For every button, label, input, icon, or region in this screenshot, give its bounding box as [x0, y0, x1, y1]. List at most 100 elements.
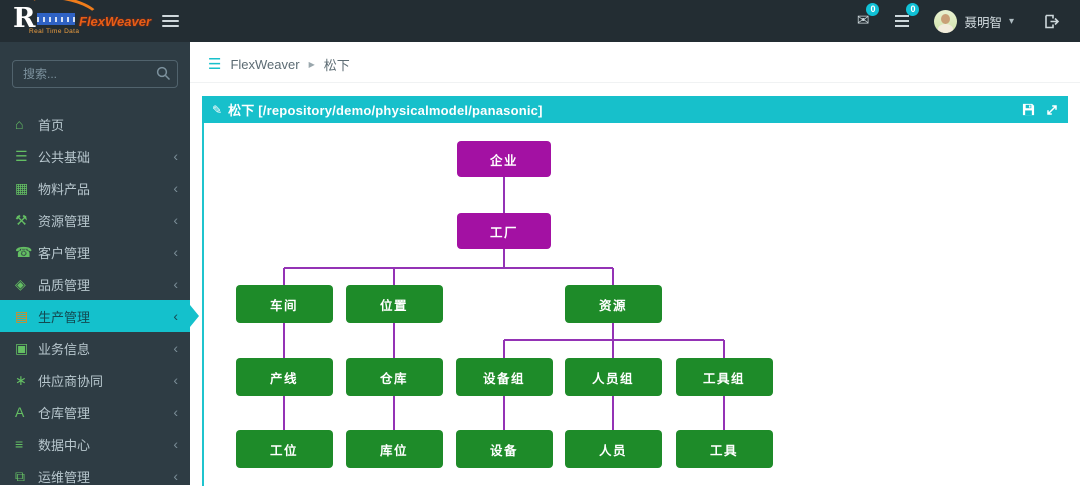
- breadcrumb-root[interactable]: FlexWeaver: [230, 57, 300, 72]
- org-node-weizhi[interactable]: 位置: [345, 285, 443, 323]
- sidebar-item-label: 供应商协同: [38, 373, 104, 389]
- connector-line: [283, 323, 285, 358]
- sidebar-item-home[interactable]: ⌂首页: [0, 108, 190, 140]
- connector-line: [503, 177, 505, 213]
- bars-icon: ☰: [15, 147, 28, 164]
- sidebar-toggle-button[interactable]: [156, 9, 185, 33]
- sidebar-item-label: 业务信息: [38, 341, 91, 357]
- connector-line: [393, 323, 395, 358]
- caret-down-icon: ▾: [1008, 15, 1014, 27]
- connector-line: [283, 395, 285, 430]
- sidebar-item-label: 物料产品: [38, 181, 91, 197]
- chevron-left-icon: ‹: [173, 148, 178, 164]
- diamond-icon: ◈: [15, 275, 26, 292]
- sidebar-item-label: 资源管理: [38, 213, 91, 229]
- tasks-icon: [895, 14, 910, 28]
- sidebar-item-label: 生产管理: [38, 309, 91, 325]
- breadcrumb-current: 松下: [323, 58, 350, 73]
- sidebar-item-customer-mgmt[interactable]: ☎客户管理‹: [0, 236, 190, 268]
- model-panel: ✎ 松下 [/repository/demo/physicalmodel/pan…: [202, 96, 1068, 486]
- chevron-left-icon: ‹: [173, 340, 178, 356]
- sidebar-item-label: 仓库管理: [38, 405, 91, 421]
- lock-icon: ▣: [15, 339, 29, 356]
- org-node-gongwei[interactable]: 工位: [235, 430, 333, 468]
- panel-body: 企业工厂车间位置 资源产线仓库设备组人员组工具组工位库位设备人员工具: [202, 123, 1068, 486]
- connector-line: [612, 395, 614, 430]
- sidebar-menu: ⌂首页☰公共基础‹▦物料产品‹⚒资源管理‹☎客户管理‹◈品质管理‹▤生产管理‹▣…: [0, 108, 199, 492]
- logo-letter: R: [13, 3, 36, 34]
- org-node-chanxian[interactable]: 产线: [235, 358, 333, 396]
- tasks-badge: 0: [906, 3, 920, 16]
- breadcrumb: ☰ FlexWeaver ▶ 松下: [190, 42, 1080, 83]
- sidebar-item-data-center[interactable]: ≡ 数据中心 ‹: [0, 428, 190, 460]
- sidebar-item-label: 首页: [38, 117, 65, 133]
- sidebar-item-ops-mgmt[interactable]: ⧉运维管理‹: [0, 460, 190, 492]
- tasks-button[interactable]: 0: [882, 0, 922, 42]
- chevron-left-icon: ‹: [173, 404, 178, 420]
- search-button[interactable]: [156, 66, 171, 84]
- chevron-left-icon: ‹: [173, 276, 178, 292]
- logout-button[interactable]: [1026, 14, 1070, 29]
- org-node-shebeizu[interactable]: 设备组: [455, 358, 553, 396]
- sidebar-item-business-info[interactable]: ▣ 业务信息 ‹: [0, 332, 190, 364]
- sidebar-item-production-mgmt[interactable]: ▤生产管理‹: [0, 300, 199, 332]
- connector-line: [284, 267, 613, 269]
- expand-icon: [1047, 104, 1057, 115]
- chevron-left-icon: ‹: [173, 468, 178, 484]
- org-node-gongju[interactable]: 工具: [675, 430, 773, 468]
- save-button[interactable]: [1022, 103, 1035, 116]
- messages-button[interactable]: ✉ 0: [844, 0, 883, 42]
- connector-line: [612, 323, 614, 340]
- sidebar-item-supplier-collab[interactable]: ∗ 供应商协同 ‹: [0, 364, 190, 396]
- connector-line: [393, 395, 395, 430]
- connector-line: [503, 249, 505, 268]
- org-node-renyuan[interactable]: 人员: [564, 430, 662, 468]
- sidebar-item-label: 品质管理: [38, 277, 91, 293]
- search-icon: [156, 66, 171, 81]
- logo-product-name: FlexWeaver: [79, 14, 152, 29]
- org-node-cangku[interactable]: 仓库: [345, 358, 443, 396]
- sidebar-item-label: 数据中心: [38, 437, 91, 453]
- sidebar-item-public-base[interactable]: ☰公共基础‹: [0, 140, 190, 172]
- connector-line: [723, 395, 725, 430]
- sidebar-item-quality-mgmt[interactable]: ◈ 品质管理 ‹: [0, 268, 190, 300]
- org-node-renyuanzu[interactable]: 人员组: [564, 358, 662, 396]
- sidebar-item-resource-mgmt[interactable]: ⚒资源管理‹: [0, 204, 190, 236]
- chevron-left-icon: ‹: [173, 244, 178, 260]
- search-input[interactable]: [12, 60, 178, 88]
- logo-blue-box: [37, 13, 75, 25]
- align-left-icon: ≡: [15, 436, 24, 452]
- expand-button[interactable]: [1046, 104, 1058, 116]
- save-icon: [1022, 103, 1035, 116]
- hamburger-icon: [162, 15, 179, 17]
- org-node-gongjuzu[interactable]: 工具组: [675, 358, 773, 396]
- org-node-ziyuan[interactable]: 资源: [564, 285, 662, 323]
- org-node-kuwei[interactable]: 库位: [345, 430, 443, 468]
- org-node-qiye[interactable]: 企业: [457, 141, 551, 177]
- org-node-gongchang[interactable]: 工厂: [457, 213, 551, 249]
- breadcrumb-menu-icon[interactable]: ☰: [208, 56, 222, 73]
- grid-icon: ▦: [15, 179, 29, 196]
- edit-icon[interactable]: ✎: [212, 102, 223, 117]
- asterisk-icon: ∗: [15, 371, 27, 388]
- sidebar-item-label: 客户管理: [38, 245, 91, 261]
- user-menu[interactable]: 聂明智 ▾: [922, 9, 1026, 33]
- user-name: 聂明智: [964, 15, 1002, 30]
- connector-line: [723, 340, 725, 358]
- connector-line: [612, 268, 614, 286]
- connector-line: [504, 339, 724, 341]
- envelope-icon: ✉: [856, 12, 870, 29]
- app-logo[interactable]: R Real Time Data FlexWeaver: [0, 0, 152, 42]
- sidebar-item-material-product[interactable]: ▦物料产品‹: [0, 172, 190, 204]
- org-node-chejian[interactable]: 车间: [235, 285, 333, 323]
- navbar-right: ✉ 0 0 聂明智 ▾: [844, 0, 1080, 42]
- org-node-shebei[interactable]: 设备: [455, 430, 553, 468]
- sidebar-item-warehouse-mgmt[interactable]: A 仓库管理 ‹: [0, 396, 190, 428]
- chevron-left-icon: ‹: [173, 372, 178, 388]
- panel-header: ✎ 松下 [/repository/demo/physicalmodel/pan…: [202, 96, 1068, 123]
- connector-line: [393, 268, 395, 286]
- chevron-left-icon: ‹: [173, 436, 178, 452]
- font-icon: A: [15, 404, 25, 420]
- connector-line: [503, 395, 505, 430]
- top-navbar: R Real Time Data FlexWeaver ✉ 0 0 聂明智 ▾: [0, 0, 1080, 42]
